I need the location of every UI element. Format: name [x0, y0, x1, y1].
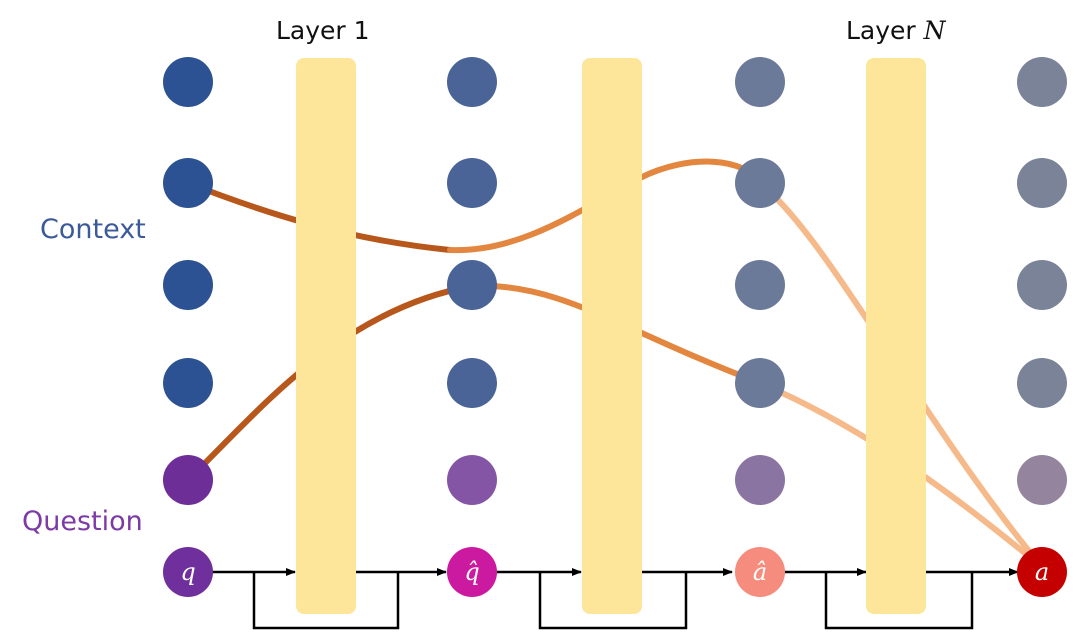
token-q-label: q — [180, 558, 195, 586]
token-a-label: a — [1035, 558, 1049, 586]
skip-loop-layer2 — [538, 572, 688, 630]
token-q-hat-node — [447, 547, 497, 597]
token-q-node — [163, 547, 213, 597]
node-column-1: q — [163, 57, 213, 597]
layer-n-prefix: Layer — [846, 16, 924, 45]
context-node — [1017, 57, 1067, 107]
context-node — [447, 358, 497, 408]
layer-blocks — [296, 58, 926, 614]
context-node — [163, 57, 213, 107]
question-node — [1017, 455, 1067, 505]
layer-1-block — [296, 58, 356, 614]
layer-1-title: Layer 1 — [276, 16, 370, 45]
context-node — [1017, 158, 1067, 208]
layer-n-variable: N — [923, 16, 946, 45]
question-label: Question — [22, 506, 143, 537]
layer-n-title: Layer N — [846, 18, 946, 43]
token-q-hat-label: q̂ — [464, 558, 479, 586]
residual-connections — [210, 568, 1019, 630]
context-node — [735, 57, 785, 107]
context-label: Context — [40, 214, 146, 245]
token-a-node — [1017, 547, 1067, 597]
question-node — [447, 455, 497, 505]
context-node — [735, 358, 785, 408]
context-node — [447, 260, 497, 310]
node-column-2: q̂ — [447, 57, 497, 597]
context-node — [163, 260, 213, 310]
context-node — [735, 158, 785, 208]
context-node — [447, 57, 497, 107]
skip-loop-layer1 — [252, 572, 400, 630]
token-a-hat-label: â — [753, 558, 767, 586]
node-column-3: â — [735, 57, 785, 597]
node-column-4: a — [1017, 57, 1067, 597]
layer-n-block — [866, 58, 926, 614]
context-node — [447, 158, 497, 208]
token-a-hat-node — [735, 547, 785, 597]
context-node — [1017, 260, 1067, 310]
layer-2-block — [582, 58, 642, 614]
question-node — [735, 455, 785, 505]
context-node — [163, 358, 213, 408]
context-node — [1017, 358, 1067, 408]
context-node — [735, 260, 785, 310]
skip-loop-layerN — [824, 572, 974, 630]
context-node — [163, 158, 213, 208]
question-node — [163, 455, 213, 505]
